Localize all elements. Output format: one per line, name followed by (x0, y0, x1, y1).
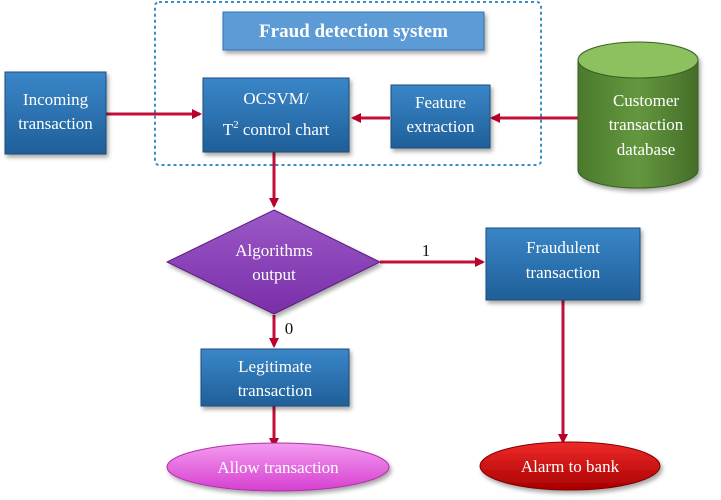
node-legitimate-transaction: Legitimate transaction (200, 348, 350, 407)
node-ocsvm-control-chart: OCSVM/ T2 control chart (202, 77, 350, 153)
node-feature-extraction: Feature extraction (390, 84, 491, 149)
database-label-line2: transaction (609, 115, 684, 134)
system-title-box: Fraud detection system (222, 11, 485, 51)
ocsvm-label-prefix: T (223, 120, 234, 139)
legitimate-label-line2: transaction (238, 381, 313, 400)
feature-label-line2: extraction (407, 117, 475, 136)
node-customer-database: Customer transaction database (577, 41, 699, 189)
system-title: Fraud detection system (259, 21, 448, 42)
decision-label-line2: output (252, 265, 296, 284)
legitimate-label-line1: Legitimate (238, 357, 312, 376)
ocsvm-label-superscript: 2 (233, 119, 239, 131)
ocsvm-label-line2: T2 control chart (223, 119, 330, 139)
incoming-label-line2: transaction (18, 114, 93, 133)
node-allow-transaction: Allow transaction (166, 442, 390, 492)
fraudulent-label-line1: Fraudulent (526, 238, 600, 257)
edge-label-fraud: 1 (422, 241, 431, 260)
node-incoming-transaction: Incoming transaction (4, 71, 107, 155)
feature-label-line1: Feature (415, 93, 466, 112)
database-label-line1: Customer (613, 91, 679, 110)
decision-label-line1: Algorithms (235, 241, 312, 260)
ocsvm-label-line1: OCSVM/ (243, 89, 308, 108)
alarm-label: Alarm to bank (521, 457, 620, 476)
edges (106, 109, 578, 448)
database-label-line3: database (617, 140, 676, 159)
allow-label: Allow transaction (217, 458, 339, 477)
incoming-label-line1: Incoming (23, 90, 89, 109)
ocsvm-label-suffix: control chart (239, 120, 330, 139)
node-algorithms-output: Algorithms output (165, 209, 382, 315)
node-alarm-to-bank: Alarm to bank (479, 441, 661, 491)
node-fraudulent-transaction: Fraudulent transaction (485, 227, 641, 301)
system-boundary (154, 1, 542, 166)
edge-label-legitimate: 0 (285, 319, 294, 338)
fraudulent-label-line2: transaction (526, 263, 601, 282)
